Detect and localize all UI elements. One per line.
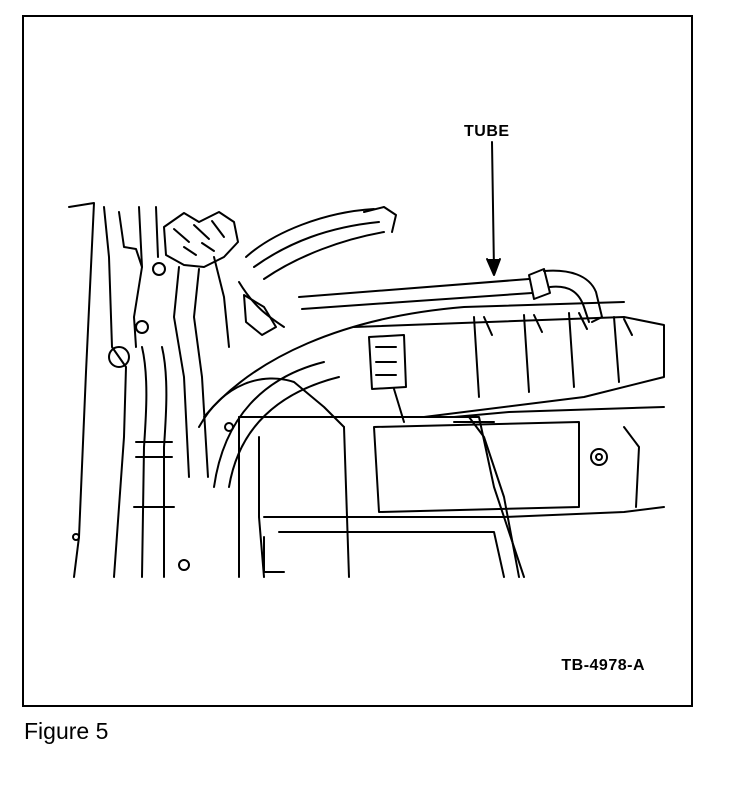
figure-frame: TUBE TB-4978-A bbox=[22, 15, 693, 707]
figure-caption: Figure 5 bbox=[24, 718, 109, 744]
ribbed-housing bbox=[353, 312, 665, 423]
connector-cluster bbox=[152, 211, 239, 478]
center-brace bbox=[448, 416, 525, 578]
tube-routing-illustration bbox=[68, 141, 665, 578]
lower-housing bbox=[238, 406, 665, 578]
left-panel bbox=[68, 202, 95, 578]
callout-arrow bbox=[491, 141, 495, 272]
vertical-hose bbox=[141, 346, 148, 578]
tube bbox=[298, 268, 603, 323]
tube-callout-label: TUBE bbox=[464, 123, 510, 140]
upper-duct bbox=[245, 208, 375, 258]
drawing-code: TB-4978-A bbox=[561, 657, 645, 674]
